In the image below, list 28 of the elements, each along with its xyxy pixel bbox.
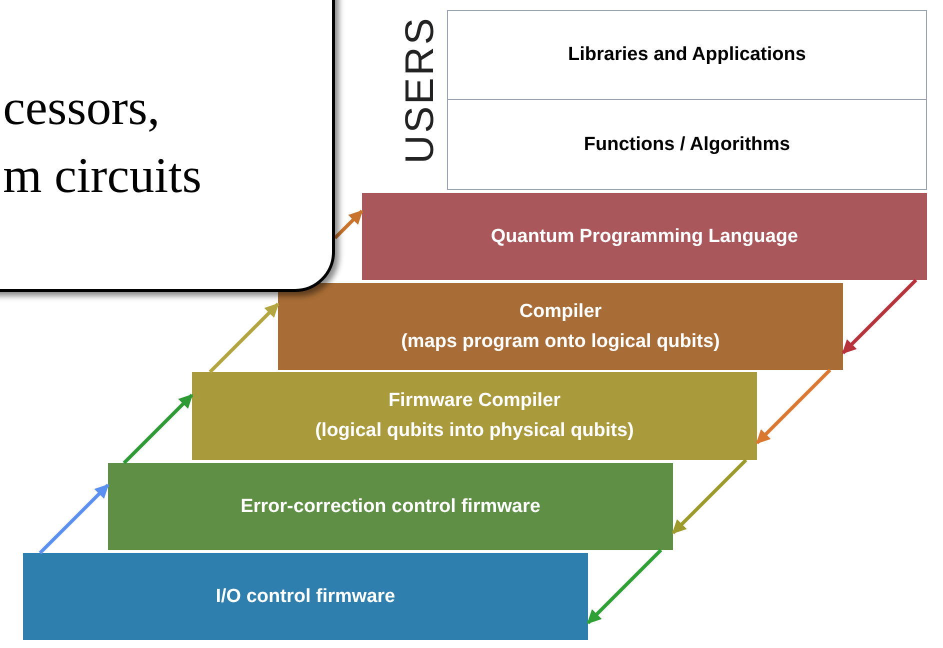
arrow [586, 548, 662, 624]
arrow [842, 278, 918, 354]
callout-text: m circuits [3, 146, 202, 205]
layer-label: Error-correction control firmware [240, 494, 540, 518]
layer-step [108, 463, 673, 550]
arrow [756, 368, 832, 444]
layer-box [447, 99, 927, 190]
arrow [122, 394, 194, 464]
layer-label: Functions / Algorithms [584, 132, 790, 156]
arrow [38, 484, 110, 554]
layer-label: Libraries and Applications [568, 43, 806, 67]
layer-label: (maps program onto logical qubits) [401, 330, 720, 354]
layer-label: Firmware Compiler [388, 389, 561, 413]
arrow [208, 302, 280, 374]
layer-step [192, 372, 757, 460]
layer-label: I/O control firmware [216, 584, 396, 608]
layer-label: Compiler [519, 300, 602, 324]
layer-step [362, 193, 927, 280]
layer-label: (logical qubits into physical qubits) [315, 419, 634, 443]
arrow [334, 210, 364, 240]
layer-step [278, 283, 843, 370]
layer-step [23, 553, 588, 640]
callout-box [0, 0, 335, 292]
vertical-label: USERS [398, 15, 442, 166]
layer-box [447, 10, 927, 100]
arrow [672, 458, 748, 534]
callout-text: cessors, [3, 78, 160, 137]
layer-label: Quantum Programming Language [490, 224, 798, 248]
